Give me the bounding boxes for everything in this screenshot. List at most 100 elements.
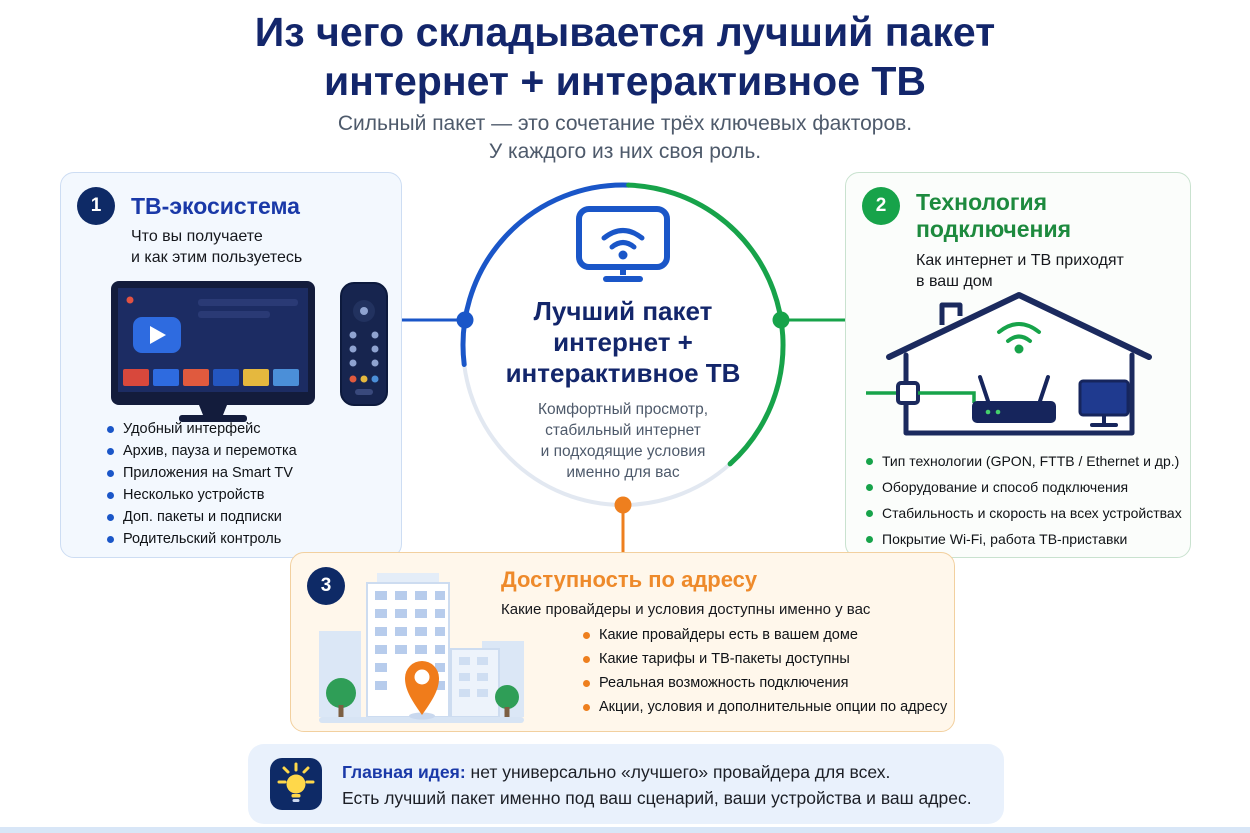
bullet-dot xyxy=(107,536,114,543)
card-tv-subtitle-line1: Что вы получаете xyxy=(131,228,263,245)
wifi-icon xyxy=(997,322,1041,354)
bullet-dot xyxy=(583,704,590,711)
house-network-illustration xyxy=(866,292,1152,436)
center-desc-line3: и подходящие условия xyxy=(540,443,706,460)
card-tech-subtitle-line2: в ваш дом xyxy=(916,273,993,290)
card-connection-technology: 2 Технология подключения Как интернет и … xyxy=(845,172,1191,558)
bullet-dot xyxy=(866,484,873,491)
list-item: Родительский контроль xyxy=(107,531,297,547)
remote-control-icon xyxy=(340,282,388,406)
card-tech-title-line1: Технология xyxy=(916,189,1048,215)
side-building xyxy=(450,648,500,718)
main-idea-line1: Главная идея: нет универсально «лучшего»… xyxy=(342,759,972,785)
card-tech-title: Технология подключения xyxy=(916,189,1071,243)
card-tv-subtitle: Что вы получаете и как этим пользуетесь xyxy=(131,226,302,268)
node-dot-right xyxy=(772,311,790,329)
lightbulb-glyph xyxy=(277,762,315,802)
center-description: Комфортный просмотр, стабильный интернет… xyxy=(473,399,773,483)
bullet-text: Покрытие Wi-Fi, работа ТВ-приставки xyxy=(882,531,1128,547)
center-desc-line4: именно для вас xyxy=(566,464,680,481)
center-desc-line2: стабильный интернет xyxy=(545,422,701,439)
center-title-line1: Лучший пакет xyxy=(533,296,713,326)
card-number-badge: 2 xyxy=(862,187,900,225)
bullet-dot xyxy=(583,656,590,663)
center-title-line2: интернет + xyxy=(553,327,693,357)
card-number-badge: 1 xyxy=(77,187,115,225)
list-item: Доп. пакеты и подписки xyxy=(107,509,297,525)
ground xyxy=(319,717,524,723)
page-title: Из чего складывается лучший пакет интерн… xyxy=(0,8,1250,106)
card-tech-bullet-list: Тип технологии (GPON, FTTB / Ethernet и … xyxy=(866,453,1182,557)
list-item: Оборудование и способ подключения xyxy=(866,479,1182,495)
list-item: Архив, пауза и перемотка xyxy=(107,443,297,459)
card-address-subtitle: Какие провайдеры и условия доступны имен… xyxy=(501,601,871,618)
bullet-text: Приложения на Smart TV xyxy=(123,465,293,481)
card-address-bullet-list: Какие провайдеры есть в вашем доме Какие… xyxy=(583,627,947,723)
bullet-text: Какие провайдеры есть в вашем доме xyxy=(599,627,858,643)
card-tv-bullet-list: Удобный интерфейс Архив, пауза и перемот… xyxy=(107,421,297,553)
roof xyxy=(886,292,1152,360)
tree xyxy=(495,685,519,709)
main-idea-text: Главная идея: нет универсально «лучшего»… xyxy=(342,759,972,811)
city-building-illustration xyxy=(319,573,524,723)
main-idea-lead: Главная идея: xyxy=(342,762,466,782)
main-idea-banner: Главная идея: нет универсально «лучшего»… xyxy=(248,744,1004,824)
list-item: Какие провайдеры есть в вашем доме xyxy=(583,627,947,643)
card-tv-subtitle-line2: и как этим пользуетесь xyxy=(131,249,303,266)
main-idea-line1-rest: нет универсально «лучшего» провайдера дл… xyxy=(465,762,891,782)
card-tech-title-line2: подключения xyxy=(916,216,1072,242)
list-item: Стабильность и скорость на всех устройст… xyxy=(866,505,1182,521)
tv-wifi-icon xyxy=(576,206,670,282)
main-idea-line2: Есть лучший пакет именно под ваш сценари… xyxy=(342,788,972,808)
tv-remote-illustration xyxy=(111,281,388,422)
location-pin-icon xyxy=(405,661,439,720)
windows xyxy=(375,591,445,690)
tree-trunk xyxy=(504,707,510,719)
ont-box xyxy=(896,381,920,405)
chimney xyxy=(939,302,963,325)
bottom-accent-strip xyxy=(0,827,1250,833)
card-tech-subtitle: Как интернет и ТВ приходят в ваш дом xyxy=(916,250,1124,292)
list-item: Приложения на Smart TV xyxy=(107,465,297,481)
center-title-line3: интерактивное ТВ xyxy=(505,358,741,388)
bullet-text: Стабильность и скорость на всех устройст… xyxy=(882,505,1182,521)
card-tv-ecosystem: 1 ТВ-экосистема Что вы получаете и как э… xyxy=(60,172,402,558)
lightbulb-icon xyxy=(270,758,322,810)
list-item: Удобный интерфейс xyxy=(107,421,297,437)
indoor-cable xyxy=(918,391,976,403)
smart-tv-icon xyxy=(111,281,315,422)
bullet-text: Оборудование и способ подключения xyxy=(882,479,1129,495)
list-item: Реальная возможность подключения xyxy=(583,675,947,691)
tree xyxy=(326,678,356,708)
tree-trunk xyxy=(338,705,344,719)
bullet-text: Тип технологии (GPON, FTTB / Ethernet и … xyxy=(882,453,1180,469)
card-tv-title: ТВ-экосистема xyxy=(131,193,300,219)
bullet-text: Родительский контроль xyxy=(123,531,282,547)
list-item: Какие тарифы и ТВ-пакеты доступны xyxy=(583,651,947,667)
list-item: Тип технологии (GPON, FTTB / Ethernet и … xyxy=(866,453,1182,469)
page-subtitle: Сильный пакет — это сочетание трёх ключе… xyxy=(0,110,1250,166)
router-icon xyxy=(972,375,1056,423)
bullet-text: Какие тарифы и ТВ-пакеты доступны xyxy=(599,651,850,667)
bullet-dot xyxy=(583,632,590,639)
bullet-text: Доп. пакеты и подписки xyxy=(123,509,282,525)
house-body xyxy=(906,298,1132,433)
bullet-text: Реальная возможность подключения xyxy=(599,675,849,691)
bullet-text: Удобный интерфейс xyxy=(123,421,261,437)
tv-monitor-icon xyxy=(1078,379,1130,427)
card-address-availability: 3 xyxy=(290,552,955,732)
bullet-dot xyxy=(107,470,114,477)
bullet-text: Акции, условия и дополнительные опции по… xyxy=(599,699,948,715)
node-dot-left xyxy=(456,311,474,329)
card-number-badge: 3 xyxy=(307,567,345,605)
page-title-line2: интернет + интерактивное ТВ xyxy=(323,58,927,104)
card-address-title: Доступность по адресу xyxy=(501,567,758,592)
center-desc-line1: Комфортный просмотр, xyxy=(537,401,709,418)
roof-cap xyxy=(377,573,439,583)
node-dot-bottom xyxy=(614,496,632,514)
list-item: Акции, условия и дополнительные опции по… xyxy=(583,699,947,715)
bullet-dot xyxy=(866,458,873,465)
bullet-dot xyxy=(866,536,873,543)
bullet-dot xyxy=(107,492,114,499)
